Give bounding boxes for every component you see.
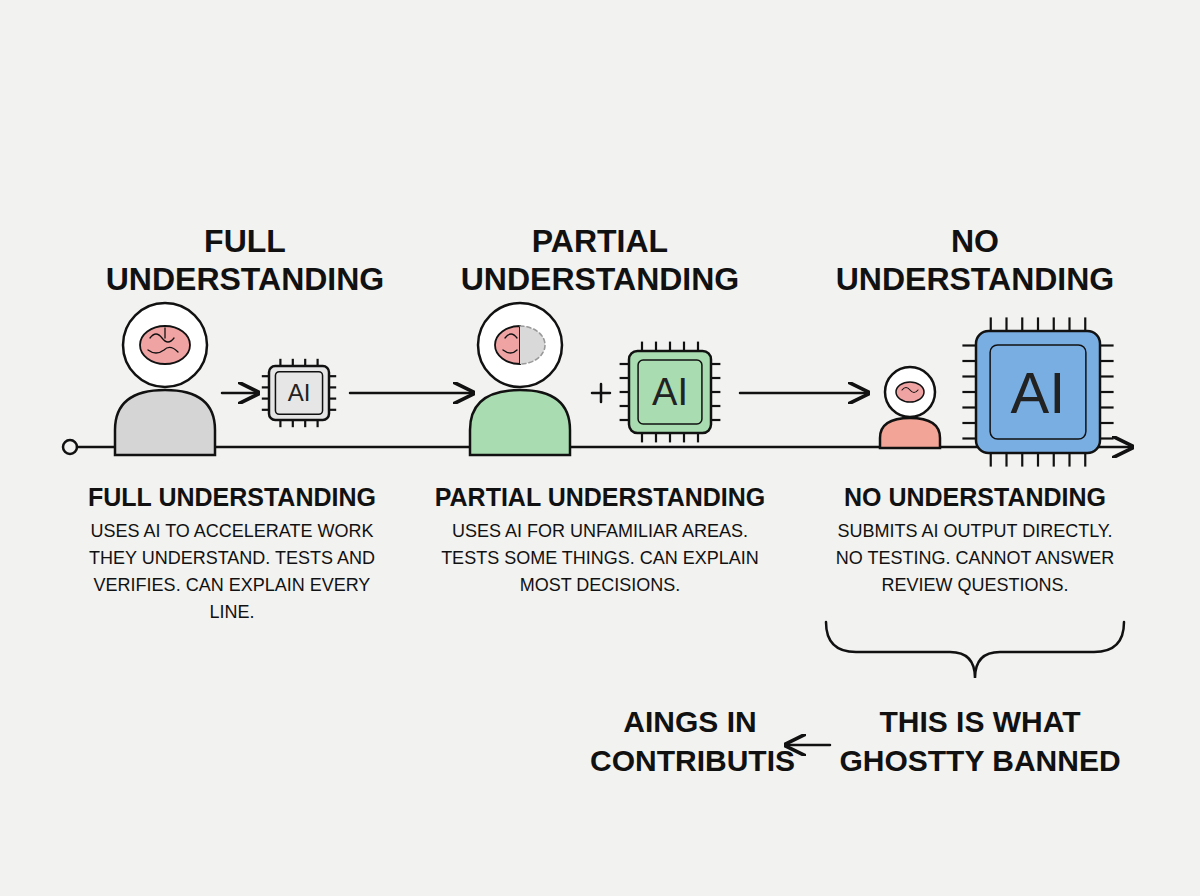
ai-chip: AI (975, 330, 1101, 454)
caption-heading: FULL UNDERSTANDING (88, 482, 376, 512)
caption-heading: PARTIAL UNDERSTANDING (435, 482, 766, 512)
ai-chip: AI (268, 365, 330, 421)
ai-chip: AI (628, 350, 712, 434)
callout-text: AINGS IN CONTRIBUTIS (590, 702, 790, 780)
chip-label: AI (628, 350, 712, 434)
chip-label: AI (975, 330, 1101, 454)
chip-label: AI (268, 365, 330, 421)
column-heading: PARTIAL UNDERSTANDING (461, 222, 740, 299)
caption-body: SUBMITS AI OUTPUT DIRECTLY. NO TESTING. … (830, 518, 1120, 599)
callout-text: THIS IS WHAT GHOSTTY BANNED (825, 702, 1135, 780)
column-heading: FULL UNDERSTANDING (106, 222, 385, 299)
caption-heading: NO UNDERSTANDING (844, 482, 1106, 512)
caption-body: USES AI TO ACCELERATE WORK THEY UNDERSTA… (82, 518, 382, 626)
column-heading: NO UNDERSTANDING (836, 222, 1115, 299)
caption-body: USES AI FOR UNFAMILIAR AREAS. TESTS SOME… (425, 518, 775, 599)
